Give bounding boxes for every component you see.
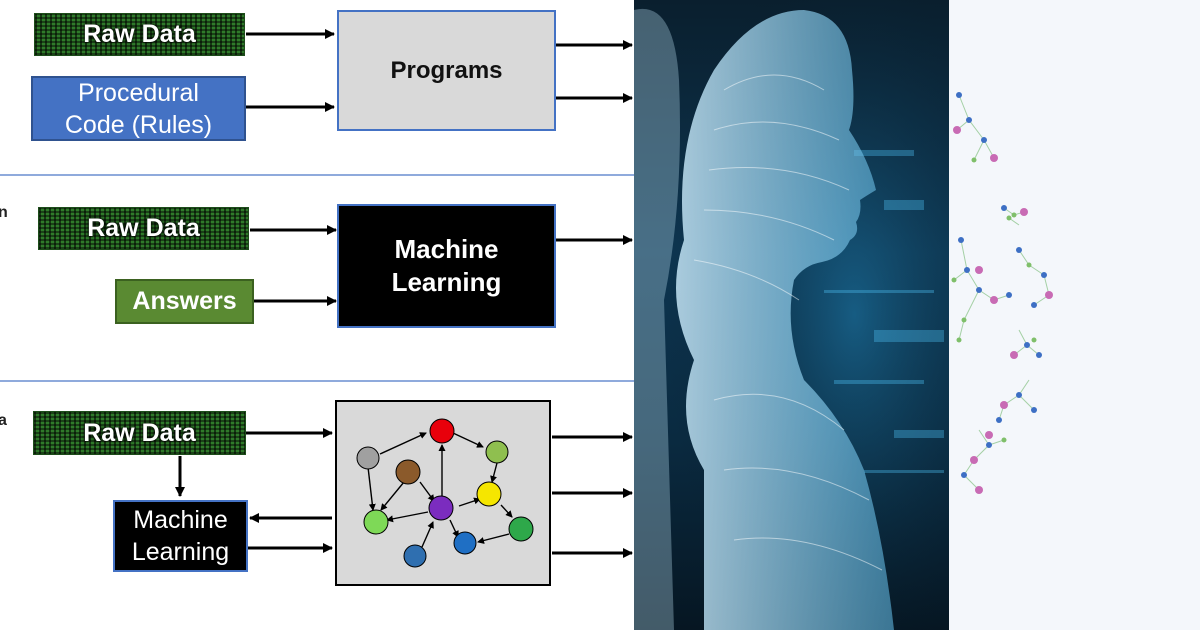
node-graph bbox=[356, 418, 534, 568]
answers-label: Answers bbox=[132, 287, 237, 315]
edge-letter-a: a bbox=[0, 412, 7, 429]
network-graph-image bbox=[949, 0, 1200, 630]
graph-edge bbox=[367, 466, 376, 511]
raw-data-label-2: Raw Data bbox=[87, 214, 200, 242]
graph-edge bbox=[490, 462, 498, 483]
graph-node-purple bbox=[428, 495, 454, 521]
raw-data-box-3: Raw Data bbox=[33, 411, 246, 455]
graph-edge bbox=[421, 521, 434, 548]
procedural-code-box: Procedural Code (Rules) bbox=[31, 76, 246, 141]
procedural-code-label: Procedural Code (Rules) bbox=[64, 78, 213, 139]
graph-edge bbox=[386, 511, 429, 523]
graph-node-lightgreen-left bbox=[363, 509, 389, 535]
edge-letter-n: n bbox=[0, 204, 8, 221]
graph-node-yellow bbox=[476, 481, 502, 507]
graph-box bbox=[335, 400, 551, 586]
machine-learning-label-3: Machine Learning bbox=[131, 506, 230, 566]
programs-label: Programs bbox=[390, 56, 503, 84]
graph-node-darkblue bbox=[403, 544, 427, 568]
graph-node-red bbox=[429, 418, 455, 444]
section-divider-2 bbox=[0, 380, 634, 382]
ai-portrait-image bbox=[634, 0, 949, 630]
graph-edge bbox=[449, 519, 459, 538]
raw-data-label-3: Raw Data bbox=[83, 418, 196, 447]
raw-data-label-1: Raw Data bbox=[83, 20, 196, 48]
ai-head-profile-art bbox=[634, 0, 949, 630]
graph-node-blue bbox=[453, 531, 477, 555]
graph-node-gray bbox=[356, 446, 380, 470]
raw-data-box-2: Raw Data bbox=[38, 207, 249, 250]
graph-edge bbox=[419, 481, 435, 502]
network-graph-art bbox=[951, 92, 1053, 494]
section-divider-1 bbox=[0, 174, 634, 176]
graph-edge bbox=[500, 504, 513, 518]
graph-node-brown bbox=[395, 459, 421, 485]
graph-edge bbox=[379, 432, 427, 455]
raw-data-box-1: Raw Data bbox=[34, 13, 245, 56]
answers-box: Answers bbox=[115, 279, 254, 324]
machine-learning-box-3: Machine Learning bbox=[113, 500, 248, 572]
diagram-panel: Raw Data Procedural Code (Rules) Program… bbox=[0, 10, 634, 586]
diagram-arrows bbox=[175, 29, 633, 558]
graph-edge bbox=[477, 533, 510, 544]
machine-learning-box-2: Machine Learning bbox=[337, 204, 556, 328]
machine-learning-label-2: Machine Learning bbox=[391, 234, 502, 297]
graph-edge bbox=[458, 497, 481, 507]
graph-node-green bbox=[508, 516, 534, 542]
graph-edge bbox=[452, 432, 484, 448]
programs-box: Programs bbox=[337, 10, 556, 131]
graph-edge bbox=[380, 481, 405, 511]
graph-node-lightgreen-top bbox=[485, 440, 509, 464]
